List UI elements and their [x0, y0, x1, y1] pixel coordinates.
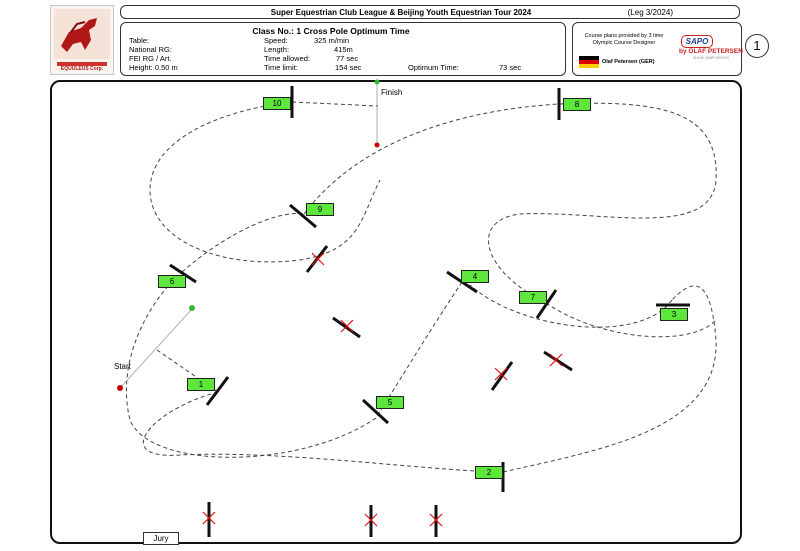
brand-name: by OLAF PETERSEN — [679, 48, 743, 55]
spare-rail-c — [490, 361, 514, 391]
table-label: Table: — [129, 36, 150, 45]
spare-crosses — [202, 252, 563, 527]
sapo-logo: SAPO — [681, 35, 713, 48]
speed-label: Speed: — [264, 36, 288, 45]
horse-logo-icon — [54, 9, 110, 66]
length-value: 415m — [334, 45, 353, 54]
class-info-box: Class No.: 1 Cross Pole Optimum Time Tab… — [120, 22, 566, 76]
obstacle-4-number: 4 — [461, 270, 489, 283]
obstacle-7-rail — [535, 289, 558, 319]
obstacle-2-number: 2 — [475, 466, 503, 479]
start-line — [117, 305, 195, 391]
obstacle-9-rail — [289, 203, 317, 229]
start-flag-green-icon — [189, 305, 195, 311]
time-allowed-value: 77 sec — [336, 54, 359, 63]
national-rg-label: National RG: — [129, 45, 172, 54]
brand-subtitle: SHOW JUMP DESIGN — [693, 56, 729, 60]
obstacle-5-rail — [361, 398, 390, 425]
designer-provided-text: Course plans provided by 3 time — [584, 33, 664, 39]
length-label: Length: — [264, 45, 290, 54]
finish-label: Finish — [381, 88, 403, 97]
obstacle-5-number: 5 — [376, 396, 404, 409]
finish-line — [374, 79, 380, 148]
spare-rail-d — [543, 350, 573, 372]
optimum-time-value: 73 sec — [499, 63, 522, 72]
start-label: Start — [114, 362, 131, 371]
optimum-time-label: Optimum Time: — [408, 63, 459, 72]
jury-box: Jury — [143, 532, 179, 545]
class-title: Class No.: 1 Cross Pole Optimum Time — [252, 26, 410, 36]
spare-rail-a — [332, 316, 361, 339]
spare-rail-b — [305, 245, 329, 273]
obstacle-rails — [169, 86, 690, 537]
fei-rg-label: FEI RG / Art. — [129, 54, 172, 63]
event-title: Super Equestrian Club League & Beijing Y… — [270, 8, 532, 17]
designer-title: Olympic Course Designer — [592, 40, 656, 46]
obstacle-8-number: 8 — [563, 98, 591, 111]
obstacle-7-number: 7 — [519, 291, 547, 304]
speed-value: 325 m/min — [314, 36, 350, 45]
course-route — [125, 101, 717, 473]
obstacle-10-number: 10 — [263, 97, 291, 110]
germany-flag-icon — [579, 56, 599, 68]
designer-box: Course plans provided by 3 time Olympic … — [572, 22, 743, 76]
time-allowed-label: Time allowed: — [264, 54, 310, 63]
finish-flag-green-icon — [374, 79, 380, 85]
leg-label: (Leg 3/2024) — [627, 8, 673, 17]
obstacle-6-rail — [169, 263, 197, 284]
designer-name: Olaf Petersen (GER) — [602, 59, 655, 65]
obstacle-3-number: 3 — [660, 308, 688, 321]
start-flag-red-icon — [117, 385, 123, 391]
time-limit-value: 154 sec — [335, 63, 362, 72]
obstacle-1-number: 1 — [187, 378, 215, 391]
equuleus-logo: EQUULEUS Corp. — [50, 5, 114, 75]
course-number-badge: 1 — [745, 34, 769, 58]
finish-flag-red-icon — [374, 142, 380, 148]
obstacle-1-rail — [205, 376, 230, 406]
title-bar: Super Equestrian Club League & Beijing Y… — [120, 5, 740, 19]
height-label: Height: 0.50 m — [129, 63, 178, 72]
obstacle-9-number: 9 — [306, 203, 334, 216]
arena — [50, 80, 742, 544]
obstacle-6-number: 6 — [158, 275, 186, 288]
logo-name: EQUULEUS Corp. — [60, 66, 104, 72]
time-limit-label: Time limit: — [264, 63, 298, 72]
